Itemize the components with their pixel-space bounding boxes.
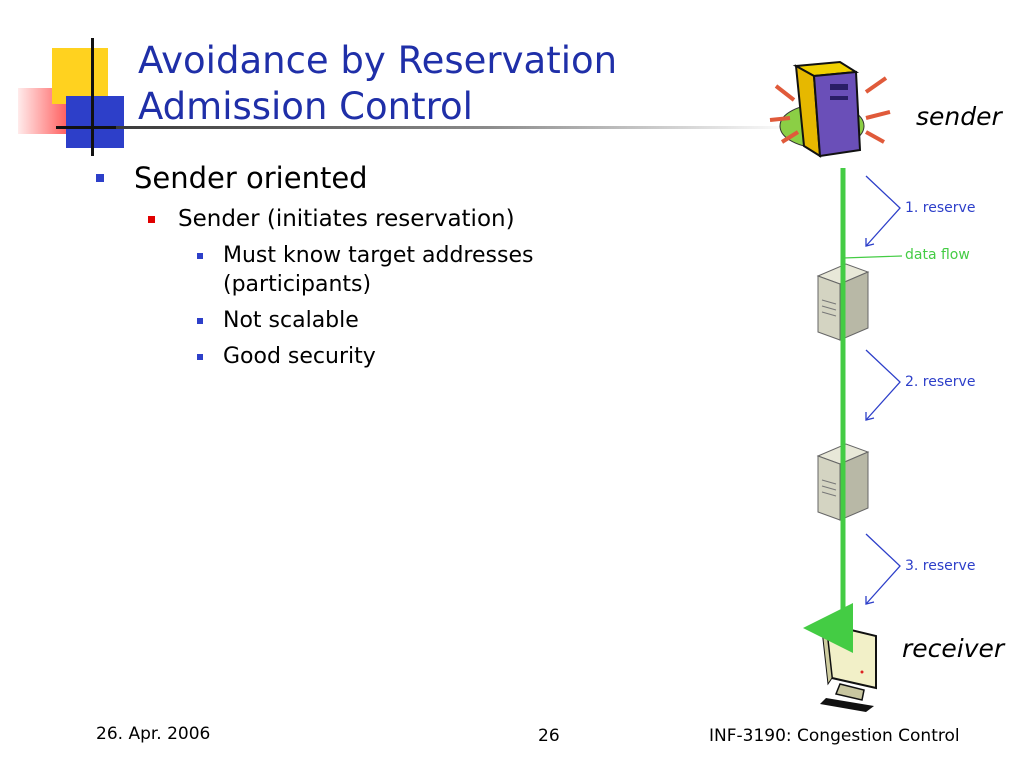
bullet-level-3: Not scalable (96, 306, 616, 335)
bullet-level-2: Sender (initiates reservation) (96, 204, 616, 234)
footer-course: INF-3190: Congestion Control (709, 726, 960, 746)
reserve-label-2: 2. reserve (905, 374, 976, 390)
bullet-level-1: Sender oriented (96, 158, 616, 198)
bullet-level-3: Good security (96, 342, 616, 371)
logo-vertical-line (91, 38, 94, 156)
reserve-arrow-3 (865, 533, 901, 605)
data-flow-pointer-line (842, 255, 903, 259)
bullet-text: Good security (223, 344, 376, 369)
reserve-label-3: 3. reserve (905, 558, 976, 574)
logo-yellow-square (52, 48, 108, 104)
bullet-text: Must know target addresses (participants… (223, 243, 534, 297)
bullet-text: Sender oriented (134, 161, 368, 195)
slide-title-line-1: Avoidance by Reservation (138, 39, 618, 82)
reserve-arrow-1 (865, 175, 901, 247)
bullet-list: Sender oriented Sender (initiates reserv… (96, 158, 616, 371)
bullet-square-icon (197, 253, 203, 259)
reserve-label-1: 1. reserve (905, 200, 976, 216)
title-underline (116, 126, 796, 129)
slide-title: Avoidance by Reservation Admission Contr… (138, 38, 617, 130)
monitor-icon (820, 622, 877, 712)
bullet-square-icon (148, 216, 155, 223)
bullet-text: Not scalable (223, 308, 359, 333)
logo-horizontal-line (56, 126, 116, 129)
data-flow-label: data flow (905, 247, 970, 263)
receiver-label: receiver (902, 634, 1005, 663)
reserve-arrow-2 (865, 349, 901, 421)
bullet-square-icon (197, 318, 203, 324)
bullet-text: Sender (initiates reservation) (178, 206, 515, 232)
logo-blue-square (66, 96, 124, 148)
router-icon (816, 443, 870, 521)
footer-page-number: 26 (538, 726, 560, 746)
footer-date: 26. Apr. 2006 (96, 724, 211, 744)
bullet-level-3: Must know target addresses (participants… (96, 241, 616, 299)
sender-label: sender (916, 102, 1002, 131)
slide-title-line-2: Admission Control (138, 85, 473, 128)
bullet-square-icon (197, 354, 203, 360)
bullet-square-icon (96, 174, 104, 182)
server-tower-icon (769, 60, 891, 158)
